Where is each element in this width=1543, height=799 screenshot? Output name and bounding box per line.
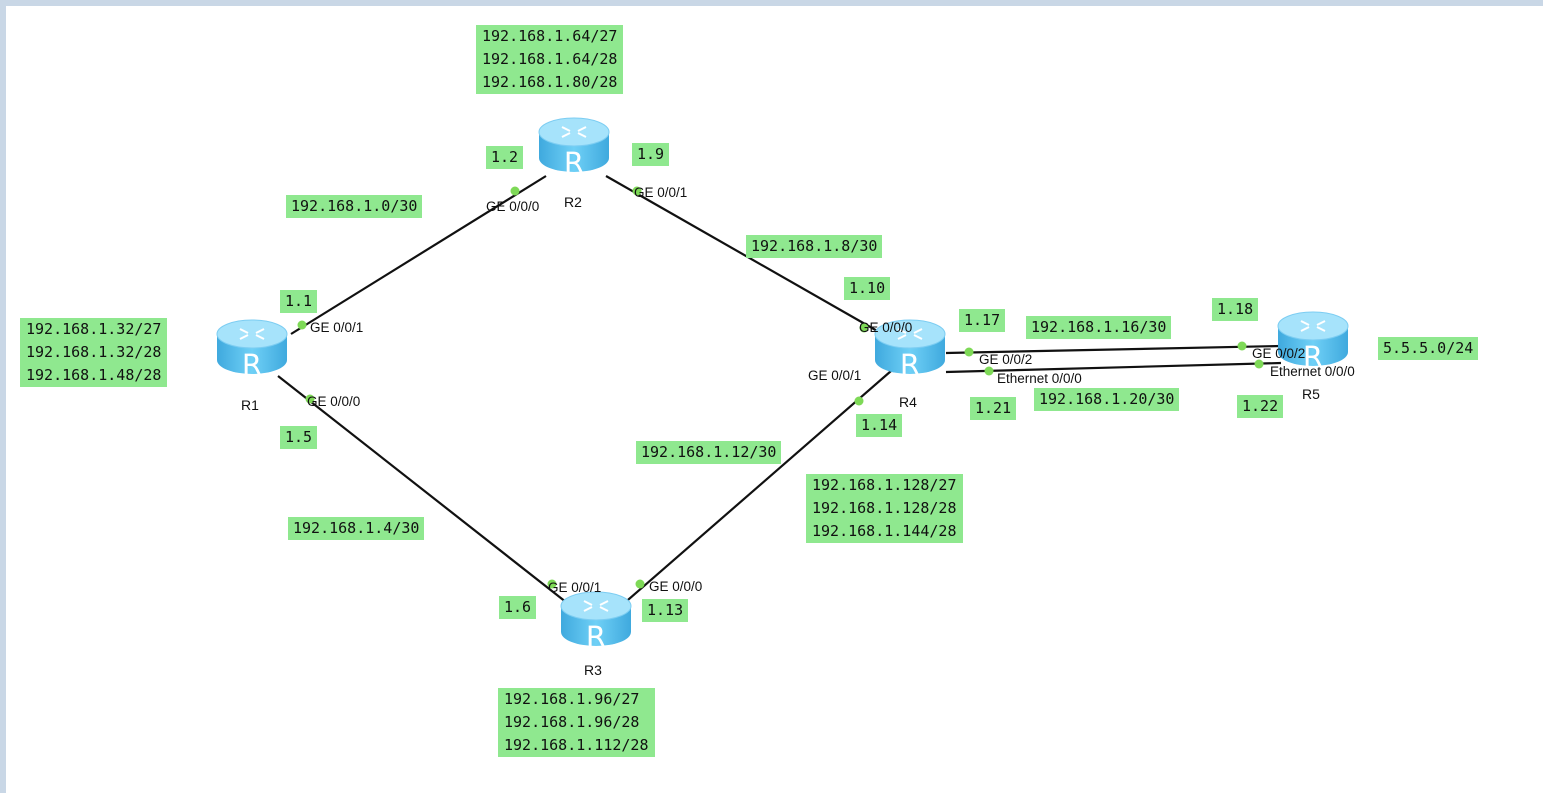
lan-subnet: 192.168.1.144/28	[812, 522, 957, 540]
lan-block-r5: 5.5.5.0/24	[1378, 337, 1479, 360]
port-dot-r1-ge001	[297, 320, 307, 330]
port-dot-r3-ge001	[547, 579, 557, 589]
router-r2[interactable]: R	[536, 114, 612, 180]
address-label-r3-ge001: 1.6	[499, 596, 537, 619]
link-subnet-r4-r5-eth: 192.168.1.20/30	[1034, 388, 1180, 411]
lan-subnet: 192.168.1.128/28	[812, 499, 957, 517]
lan-block-r4: 192.168.1.128/27 192.168.1.128/28 192.16…	[806, 474, 963, 543]
port-dot-r4-ge002	[964, 347, 974, 357]
port-dot-r5-ge002	[1237, 341, 1247, 351]
router-name-r4: R4	[899, 394, 917, 410]
port-dot-r3-ge000	[635, 579, 645, 589]
port-label-r4-ge002: GE 0/0/2	[979, 352, 1033, 367]
router-name-r3: R3	[584, 662, 602, 678]
link-subnet-r4-r5-ge: 192.168.1.16/30	[1026, 316, 1172, 339]
port-label-r2-ge001: GE 0/0/1	[634, 185, 688, 200]
svg-text:R: R	[586, 620, 606, 652]
lan-subnet: 192.168.1.32/27	[26, 320, 162, 338]
lan-block-r1: 192.168.1.32/27 192.168.1.32/28 192.168.…	[20, 318, 168, 387]
port-label-r5-ge002: GE 0/0/2	[1252, 346, 1306, 361]
lan-subnet: 192.168.1.48/28	[26, 366, 162, 384]
link-r1-r3	[277, 375, 572, 607]
address-label-r4-ge001: 1.14	[856, 414, 903, 437]
lan-block-r3: 192.168.1.96/27 192.168.1.96/28 192.168.…	[498, 688, 655, 757]
port-label-r1-ge000: GE 0/0/0	[307, 394, 361, 409]
address-label-r5-eth000: 1.22	[1237, 395, 1284, 418]
router-r4[interactable]: R	[872, 316, 948, 382]
port-dot-r5-eth000	[1254, 359, 1264, 369]
port-label-r4-eth000: Ethernet 0/0/0	[997, 371, 1082, 386]
link-r4-r5-eth	[945, 361, 1282, 374]
router-r5[interactable]: R	[1275, 308, 1351, 374]
link-r3-r4	[620, 370, 892, 607]
lan-subnet: 192.168.1.64/28	[482, 50, 618, 68]
router-name-r5: R5	[1302, 386, 1320, 402]
link-subnet-r1-r3: 192.168.1.4/30	[288, 517, 425, 540]
router-icon: R	[1277, 311, 1349, 374]
topology-links	[277, 175, 1282, 607]
port-dot-r1-ge000	[305, 394, 315, 404]
port-label-r1-ge001: GE 0/0/1	[310, 320, 364, 335]
router-icon: R	[538, 117, 610, 180]
address-label-r4-ge002: 1.17	[959, 309, 1006, 332]
port-dot-r4-ge000	[859, 323, 869, 333]
svg-text:R: R	[1303, 340, 1323, 372]
router-icon: R	[560, 591, 632, 654]
port-dot-r4-ge001	[854, 396, 864, 406]
svg-text:R: R	[564, 146, 584, 178]
lan-subnet: 192.168.1.96/28	[504, 713, 640, 731]
link-subnet-r1-r2: 192.168.1.0/30	[286, 195, 423, 218]
router-name-r2: R2	[564, 194, 582, 210]
link-r4-r5-ge	[945, 344, 1282, 355]
router-r3[interactable]: R	[558, 588, 634, 654]
svg-text:R: R	[900, 348, 920, 380]
router-icon: R	[874, 319, 946, 382]
lan-subnet: 192.168.1.32/28	[26, 343, 162, 361]
port-label-r4-ge000: GE 0/0/0	[859, 320, 913, 335]
address-label-r1-ge001: 1.1	[280, 290, 318, 313]
port-label-r3-ge000: GE 0/0/0	[649, 579, 703, 594]
port-dot-r4-eth000	[984, 366, 994, 376]
address-label-r2-ge001: 1.9	[632, 143, 670, 166]
link-r1-r2	[290, 175, 547, 335]
address-label-r5-ge002: 1.18	[1212, 298, 1259, 321]
address-label-r4-ge000: 1.10	[844, 277, 891, 300]
port-dot-r2-ge001	[632, 186, 642, 196]
port-label-r4-ge001: GE 0/0/1	[808, 368, 862, 383]
link-subnet-r2-r4: 192.168.1.8/30	[746, 235, 883, 258]
router-r1[interactable]: R	[214, 316, 290, 382]
port-label-r2-ge000: GE 0/0/0	[486, 199, 540, 214]
link-subnet-r3-r4: 192.168.1.12/30	[636, 441, 782, 464]
router-icon: R	[216, 319, 288, 382]
address-label-r2-ge000: 1.2	[486, 146, 524, 169]
port-label-r5-eth000: Ethernet 0/0/0	[1270, 364, 1355, 379]
svg-text:R: R	[242, 348, 262, 380]
lan-block-r2: 192.168.1.64/27 192.168.1.64/28 192.168.…	[476, 25, 624, 94]
port-label-r3-ge001: GE 0/0/1	[548, 580, 602, 595]
lan-subnet: 192.168.1.128/27	[812, 476, 957, 494]
lan-subnet: 192.168.1.112/28	[504, 736, 649, 754]
address-label-r4-eth000: 1.21	[970, 397, 1017, 420]
lan-subnet: 192.168.1.96/27	[504, 690, 640, 708]
lan-subnet: 192.168.1.64/27	[482, 27, 618, 45]
address-label-r3-ge000: 1.13	[642, 599, 689, 622]
router-name-r1: R1	[241, 397, 259, 413]
address-label-r1-ge000: 1.5	[280, 426, 318, 449]
port-dot-r2-ge000	[510, 186, 520, 196]
lan-subnet: 192.168.1.80/28	[482, 73, 618, 91]
